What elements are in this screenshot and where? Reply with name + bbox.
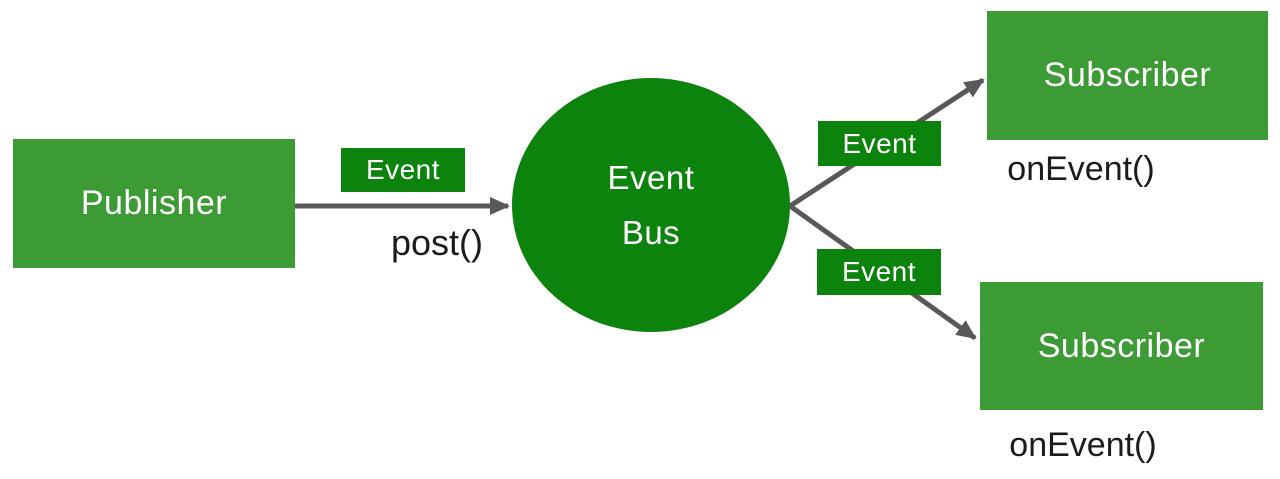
event-bus-label-line1: Event [607, 159, 695, 196]
publisher-label: Publisher [80, 184, 228, 222]
event-bus-node: Event Bus [512, 78, 790, 332]
event-badge-bottom-edge: Event [817, 249, 941, 295]
publisher-node: Publisher [13, 139, 295, 268]
onevent-top-label: onEvent() [1007, 150, 1155, 188]
subscriber-bottom-node: Subscriber [980, 282, 1263, 410]
event-badge-top-edge: Event [818, 121, 941, 166]
subscriber-top-label: Subscriber [1043, 56, 1212, 94]
event-badge-publisher-edge: Event [341, 148, 465, 192]
post-method-label: post() [390, 222, 484, 263]
subscriber-bottom-label: Subscriber [1037, 326, 1206, 365]
onevent-bottom-label: onEvent() [1009, 426, 1157, 464]
subscriber-top-node: Subscriber [987, 11, 1268, 140]
event-bus-label-line2: Bus [621, 214, 681, 251]
